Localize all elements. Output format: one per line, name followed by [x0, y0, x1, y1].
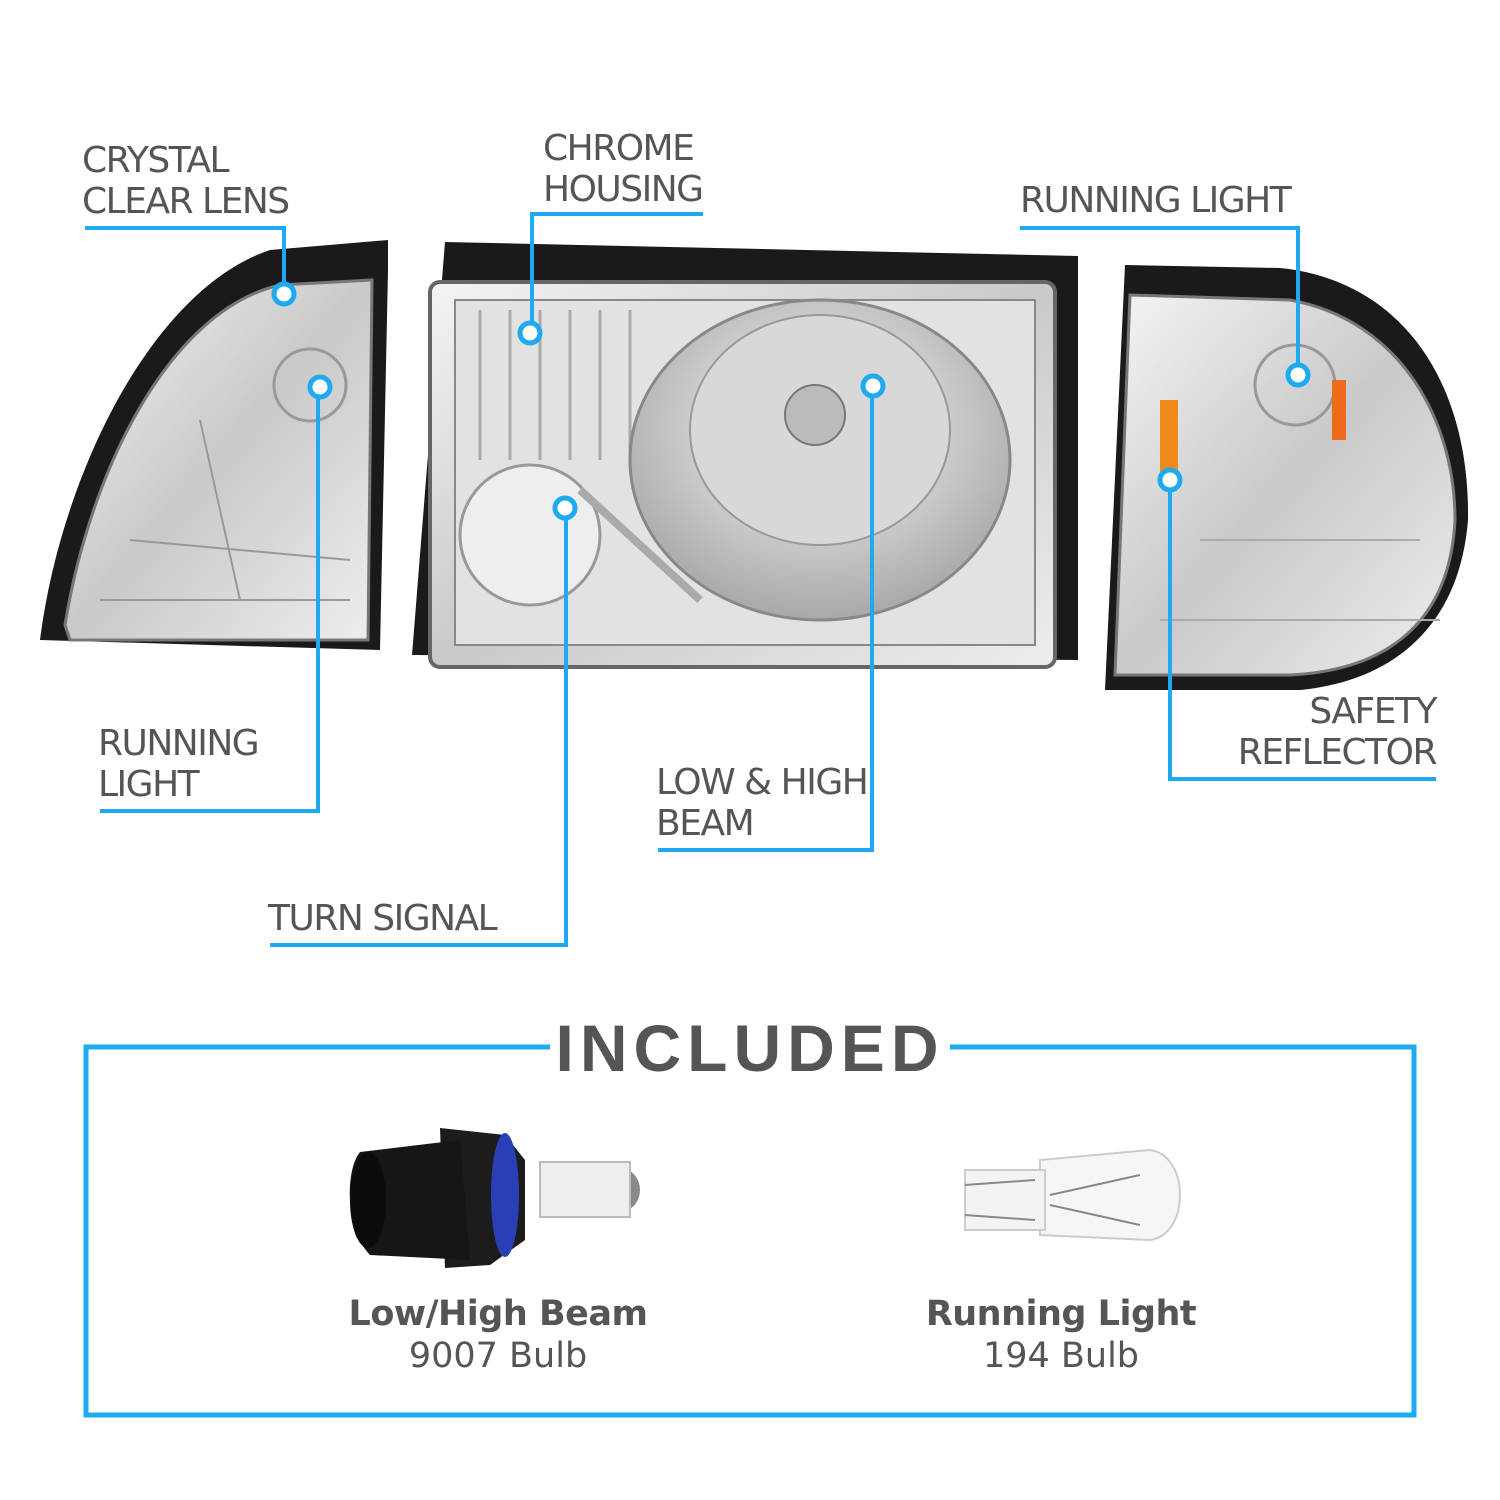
callout-text: RUNNING: [98, 723, 260, 764]
left-corner-light-image: [40, 240, 388, 650]
9007-bulb-icon: [349, 1128, 640, 1268]
included-title: INCLUDED: [550, 1010, 950, 1086]
callout-text: LIGHT: [98, 764, 200, 805]
included-box: [83, 1044, 1417, 1418]
included-item-9007: Low/High Beam 9007 Bulb: [288, 1293, 708, 1377]
callout-running-light-right: RUNNING LIGHT: [1020, 180, 1292, 221]
callout-chrome-housing: CHROME HOUSING: [543, 128, 704, 210]
item-sub: 194 Bulb: [982, 1336, 1140, 1376]
callout-running-light-left: RUNNING LIGHT: [98, 723, 260, 805]
callout-crystal-clear-lens: CRYSTAL CLEAR LENS: [82, 140, 290, 222]
callout-text: BEAM: [656, 803, 755, 844]
callout-lines: [85, 212, 1436, 947]
callout-turn-signal: TURN SIGNAL: [268, 898, 498, 939]
callout-text: CHROME: [543, 128, 695, 169]
194-bulb-icon: [964, 1148, 1181, 1242]
callout-low-high-beam: LOW & HIGH BEAM: [656, 762, 869, 844]
callout-text: SAFETY: [1309, 691, 1437, 732]
headlight-image: [412, 242, 1078, 669]
item-name: Running Light: [925, 1294, 1197, 1334]
callout-safety-reflector: SAFETY REFLECTOR: [1237, 691, 1438, 773]
item-name: Low/High Beam: [348, 1294, 648, 1334]
callout-text: HOUSING: [543, 169, 704, 210]
callout-text: CRYSTAL: [82, 140, 230, 181]
item-sub: 9007 Bulb: [408, 1336, 588, 1376]
right-corner-light-image: [1105, 265, 1469, 690]
included-item-194: Running Light 194 Bulb: [851, 1293, 1271, 1377]
callout-dots: [271, 281, 1311, 521]
callout-text: REFLECTOR: [1237, 732, 1438, 773]
callout-text: CLEAR LENS: [82, 181, 290, 222]
callout-text: LOW & HIGH: [656, 762, 869, 803]
callout-text: RUNNING LIGHT: [1020, 180, 1292, 221]
callout-text: TURN SIGNAL: [268, 898, 498, 939]
